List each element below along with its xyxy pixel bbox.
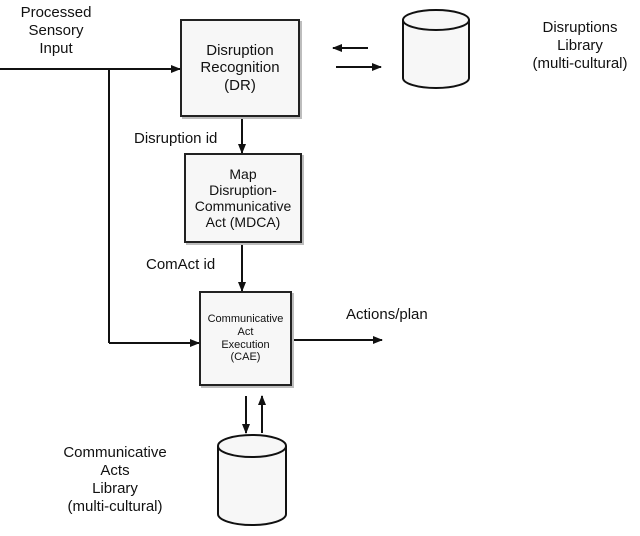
mdca-box: Map Disruption- Communicative Act (MDCA) xyxy=(184,153,302,243)
input-label-line-2: Sensory xyxy=(28,22,84,39)
comact-id-label: ComAct id xyxy=(146,256,216,273)
cae-box: Communicative Act Execution (CAE) xyxy=(199,291,292,386)
acts-library-line-1: Communicative xyxy=(63,444,167,461)
mdca-line-4: Act (MDCA) xyxy=(205,214,281,231)
acts-library-label: Communicative Acts Library (multi-cultur… xyxy=(50,444,180,516)
mdca-line-2: Disruption- xyxy=(209,181,277,198)
actions-plan-label: Actions/plan xyxy=(346,306,428,323)
acts-library-line-3: Library xyxy=(92,480,138,497)
dr-line-3: (DR) xyxy=(224,76,256,94)
cae-line-4: (CAE) xyxy=(230,351,261,364)
disruptions-library-cylinder xyxy=(402,9,470,89)
acts-library-line-2: Acts xyxy=(100,462,130,479)
disruptions-library-line-2: Library xyxy=(557,37,603,54)
cae-line-1: Communicative xyxy=(207,313,284,326)
cae-line-3: Execution xyxy=(221,338,270,351)
input-label-line-1: Processed xyxy=(20,4,92,21)
mdca-line-3: Communicative xyxy=(194,198,292,214)
disruptions-library-line-1: Disruptions xyxy=(542,19,618,36)
acts-library-cylinder xyxy=(217,434,287,526)
mdca-line-1: Map xyxy=(229,165,257,182)
input-label-line-3: Input xyxy=(39,40,73,57)
dr-line-1: Disruption xyxy=(206,42,274,60)
disruption-recognition-box: Disruption Recognition (DR) xyxy=(180,19,300,117)
disruptions-library-line-3: (multi-cultural) xyxy=(532,55,628,72)
dr-line-2: Recognition xyxy=(200,59,280,77)
acts-library-line-4: (multi-cultural) xyxy=(67,498,163,515)
cae-line-2: Act xyxy=(237,325,254,338)
disruption-id-label: Disruption id xyxy=(134,130,218,147)
disruptions-library-label: Disruptions Library (multi-cultural) xyxy=(520,19,640,73)
input-label: Processed Sensory Input xyxy=(6,4,106,58)
